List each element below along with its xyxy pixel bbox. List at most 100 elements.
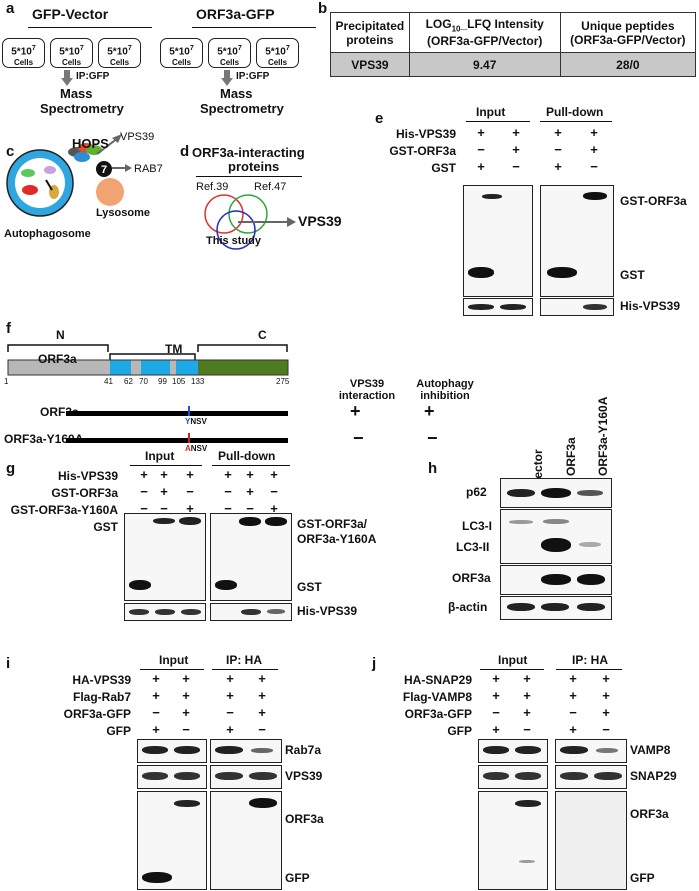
pulldown-header: Pull-down xyxy=(218,449,276,463)
treatment-label: GST-ORF3a xyxy=(51,486,118,500)
treatment-sign: − xyxy=(140,484,148,499)
treatment-sign: + xyxy=(569,722,577,737)
bracket-line xyxy=(28,27,152,28)
spectrometry-label: Spectrometry xyxy=(200,101,284,116)
venn-title: ORF3a-interacting xyxy=(192,145,305,160)
pos-label: 275 xyxy=(276,377,290,386)
orf3a-domain-map xyxy=(7,344,289,376)
ip-gfp-label: IP:GFP xyxy=(76,71,110,82)
blot-ip-orf3a-gfp xyxy=(210,791,282,890)
band-label: β-actin xyxy=(448,600,488,614)
band-label: ORF3a xyxy=(285,812,324,826)
table-cell: 9.47 xyxy=(408,52,561,77)
blot-pulldown-vps39 xyxy=(540,298,614,316)
domain-n: N xyxy=(56,328,65,342)
treatment-sign: + xyxy=(590,142,598,157)
treatment-sign: + xyxy=(140,467,148,482)
treatment-sign: + xyxy=(246,484,254,499)
treatment-sign: + xyxy=(477,159,485,174)
pos-label: 105 xyxy=(172,377,186,386)
venn-target: VPS39 xyxy=(298,213,342,229)
blot-ip-orf3a-gfp xyxy=(555,791,627,890)
treatment-sign: + xyxy=(226,688,234,703)
lysosome-label: Lysosome xyxy=(96,207,151,219)
ref47-label: Ref.47 xyxy=(254,181,287,193)
domain-tm: TM xyxy=(165,342,183,356)
pulldown-header: Pull-down xyxy=(546,105,604,119)
blot-input-rab7a xyxy=(137,739,207,763)
construct-bar xyxy=(66,438,288,443)
band-label: LC3-I xyxy=(462,519,492,533)
treatment-sign: + xyxy=(602,671,610,686)
treatment-sign: + xyxy=(160,484,168,499)
treatment-sign: + xyxy=(182,688,190,703)
panel-i-letter: i xyxy=(6,655,11,672)
vps39-result: − xyxy=(353,428,364,448)
band-label: GST-ORF3a/ xyxy=(297,517,368,531)
treatment-label: GFP xyxy=(447,724,472,738)
treatment-sign: + xyxy=(160,467,168,482)
blot-ip-rab7a xyxy=(210,739,282,763)
blot-input-snap29 xyxy=(478,765,548,789)
cell-box: 5*107 Cells xyxy=(208,38,251,68)
blot-input-orf3a-gfp xyxy=(137,791,207,890)
blot-ip-vamp8 xyxy=(555,739,627,763)
band-label: GFP xyxy=(630,871,655,885)
treatment-sign: + xyxy=(590,125,598,140)
rab7-label: RAB7 xyxy=(134,163,163,175)
autophagosome-label: Autophagosome xyxy=(4,228,91,240)
treatment-sign: − xyxy=(224,501,232,516)
pulldown-underline xyxy=(540,121,612,122)
gfp-vector-title: GFP-Vector xyxy=(32,6,109,22)
band-label: GST xyxy=(620,268,645,282)
cell-box: 5*107 Cells xyxy=(50,38,93,68)
treatment-sign: + xyxy=(246,467,254,482)
hops-label: HOPS xyxy=(72,136,109,151)
arrow-shaft xyxy=(224,70,230,78)
venn-diagram xyxy=(204,194,296,250)
ip-header: IP: HA xyxy=(226,653,262,667)
blot-input-orf3a-gfp xyxy=(478,791,548,890)
blot-input-vps39 xyxy=(463,298,533,316)
band-label: ORF3a xyxy=(630,807,669,821)
blot-input-vps39 xyxy=(124,603,206,621)
treatment-label: ORF3a-GFP xyxy=(404,707,472,721)
blot-pulldown xyxy=(540,185,614,297)
table-header: Unique peptides(ORF3a-GFP/Vector) xyxy=(559,12,697,53)
input-header: Input xyxy=(159,653,189,667)
rab7-number: 7 xyxy=(101,164,107,176)
treatment-sign: + xyxy=(492,722,500,737)
input-header: Input xyxy=(498,653,528,667)
lane-label: ORF3a xyxy=(564,437,578,476)
panel-e-letter: e xyxy=(375,110,384,127)
autophagy-result: − xyxy=(427,428,438,448)
blot-actin xyxy=(500,596,612,620)
orf3a-gfp-title: ORF3a-GFP xyxy=(196,6,275,22)
arrow-shaft xyxy=(64,70,70,78)
blot-p62 xyxy=(500,478,612,508)
pos-label: 62 xyxy=(124,377,133,386)
treatment-sign: + xyxy=(523,705,531,720)
band-label: His-VPS39 xyxy=(620,299,681,313)
treatment-label: HA-VPS39 xyxy=(72,673,131,687)
table-row: VPS39 9.47 28/0 xyxy=(330,52,697,77)
treatment-sign: − xyxy=(224,484,232,499)
treatment-sign: − xyxy=(140,501,148,516)
treatment-sign: + xyxy=(152,688,160,703)
panel-d-letter: d xyxy=(180,143,190,160)
treatment-sign: + xyxy=(569,671,577,686)
blot-ip-vps39 xyxy=(210,765,282,789)
table-cell: 28/0 xyxy=(559,52,697,77)
blot-input xyxy=(124,513,206,601)
autophagy-result: + xyxy=(424,401,435,421)
treatment-label: GFP xyxy=(106,724,131,738)
treatment-sign: + xyxy=(602,705,610,720)
arrow-down-icon xyxy=(61,78,73,86)
input-underline xyxy=(130,465,202,466)
ip-header: IP: HA xyxy=(572,653,608,667)
ip-gfp-label: IP:GFP xyxy=(236,71,270,82)
blot-lc3 xyxy=(500,509,612,564)
